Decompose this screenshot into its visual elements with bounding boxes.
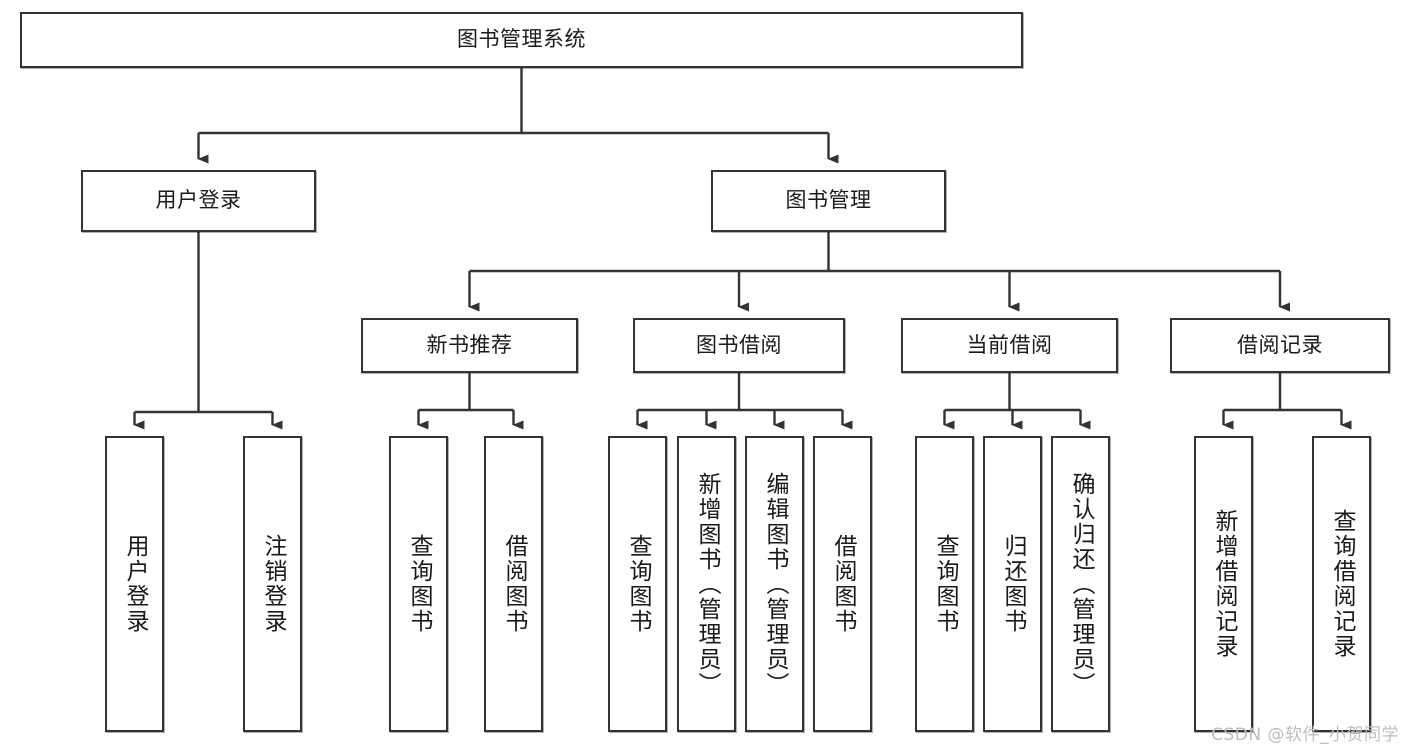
node-current-borrow[interactable]: 当前借阅 [901, 318, 1118, 373]
node-leaf-borrow-book-2[interactable]: 借阅图书 [813, 436, 872, 732]
node-leaf-borrow-book-1[interactable]: 借阅图书 [484, 436, 543, 732]
node-label: 新书推荐 [426, 332, 513, 357]
node-label: 编辑图书（管理员） [762, 471, 788, 697]
node-leaf-user-login[interactable]: 用户登录 [105, 436, 164, 732]
node-leaf-confirm-return[interactable]: 确认归还（管理员） [1051, 436, 1110, 732]
node-label: 归还图书 [1000, 534, 1026, 634]
node-label: 查询借阅记录 [1329, 509, 1355, 659]
node-label: 查询图书 [932, 534, 958, 634]
node-leaf-edit-book[interactable]: 编辑图书（管理员） [745, 436, 804, 732]
node-label: 图书管理 [785, 188, 872, 213]
node-leaf-add-record[interactable]: 新增借阅记录 [1194, 436, 1253, 732]
node-label: 注销登录 [260, 534, 286, 634]
node-new-book-rec[interactable]: 新书推荐 [361, 318, 578, 373]
node-leaf-logout[interactable]: 注销登录 [243, 436, 302, 732]
node-root[interactable]: 图书管理系统 [20, 12, 1023, 68]
node-label: 当前借阅 [966, 332, 1053, 357]
node-label: 借阅记录 [1237, 332, 1323, 357]
node-borrow-record[interactable]: 借阅记录 [1170, 318, 1390, 373]
watermark-text: CSDN @软件_小贺同学 [1211, 725, 1399, 745]
node-label: 图书借阅 [696, 332, 782, 357]
node-leaf-query-book-2[interactable]: 查询图书 [608, 436, 667, 732]
node-label: 图书管理系统 [457, 27, 586, 52]
node-label: 借阅图书 [830, 534, 856, 634]
node-label: 用户登录 [155, 188, 242, 213]
node-book-borrow[interactable]: 图书借阅 [633, 318, 845, 373]
node-leaf-return-book[interactable]: 归还图书 [983, 436, 1042, 732]
node-label: 用户登录 [122, 534, 148, 634]
node-user-login[interactable]: 用户登录 [81, 170, 316, 232]
node-leaf-query-record[interactable]: 查询借阅记录 [1312, 436, 1371, 732]
node-book-manage[interactable]: 图书管理 [711, 170, 946, 232]
node-label: 查询图书 [625, 534, 651, 634]
node-label: 新增借阅记录 [1211, 509, 1237, 659]
node-leaf-query-book-1[interactable]: 查询图书 [389, 436, 448, 732]
node-leaf-add-book[interactable]: 新增图书（管理员） [677, 436, 736, 732]
node-label: 借阅图书 [501, 534, 527, 634]
node-label: 确认归还（管理员） [1068, 471, 1094, 697]
node-label: 新增图书（管理员） [694, 471, 720, 697]
node-leaf-query-book-3[interactable]: 查询图书 [915, 436, 974, 732]
node-label: 查询图书 [406, 534, 432, 634]
